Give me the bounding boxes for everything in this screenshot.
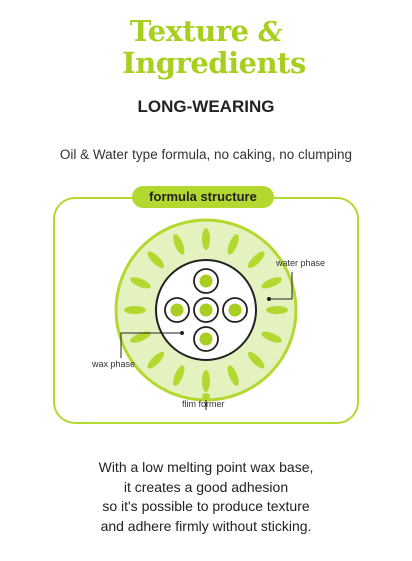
subtitle: LONG-WEARING [137,97,275,116]
water-petal [261,277,282,289]
heading-line-2: Ingredients [122,46,306,80]
water-petal [130,277,151,289]
description: Oil & Water type formula, no caking, no … [59,147,353,162]
water-phase-petals [124,228,288,392]
water-petal [147,251,165,269]
wax-phase-label: wax phase [92,359,136,369]
water-petal [227,234,239,255]
water-phase-label: water phase [276,258,326,268]
heading-ampersand: & [258,17,283,48]
water-petal [227,365,239,386]
water-petal [130,331,151,343]
wax-bead [193,297,219,323]
bottom-line-1: With a low melting point wax base, [98,459,314,475]
water-leader-line [269,272,293,300]
water-petal [247,251,265,269]
film-former-label: flim former [182,399,225,409]
wax-phase-beads [164,268,248,352]
bottom-line-4: and adhere firmly without sticking. [100,517,312,534]
bottom-line-2: it creates a good adhesion [123,478,289,495]
formula-structure-pill: formula structure [132,186,274,208]
water-petal [202,228,210,250]
water-petal [124,306,146,314]
wax-bead [193,268,219,294]
wax-bead [222,297,248,323]
water-petal [173,365,185,386]
water-petal [247,351,265,369]
water-petal [266,306,288,314]
heading-texture: Texture [129,14,249,48]
heading-line-1: Texture & [0,14,412,48]
film-stem [202,393,210,401]
water-petal [261,331,282,343]
bottom-line-3: so it's possible to produce texture [102,498,310,514]
wax-bead [164,297,190,323]
water-petal [202,370,210,392]
wax-leader-line [120,332,182,358]
wax-bead [193,326,219,352]
bottom-text: With a low melting point wax base, it cr… [0,458,412,536]
water-petal [173,234,185,255]
water-petal [147,351,165,369]
